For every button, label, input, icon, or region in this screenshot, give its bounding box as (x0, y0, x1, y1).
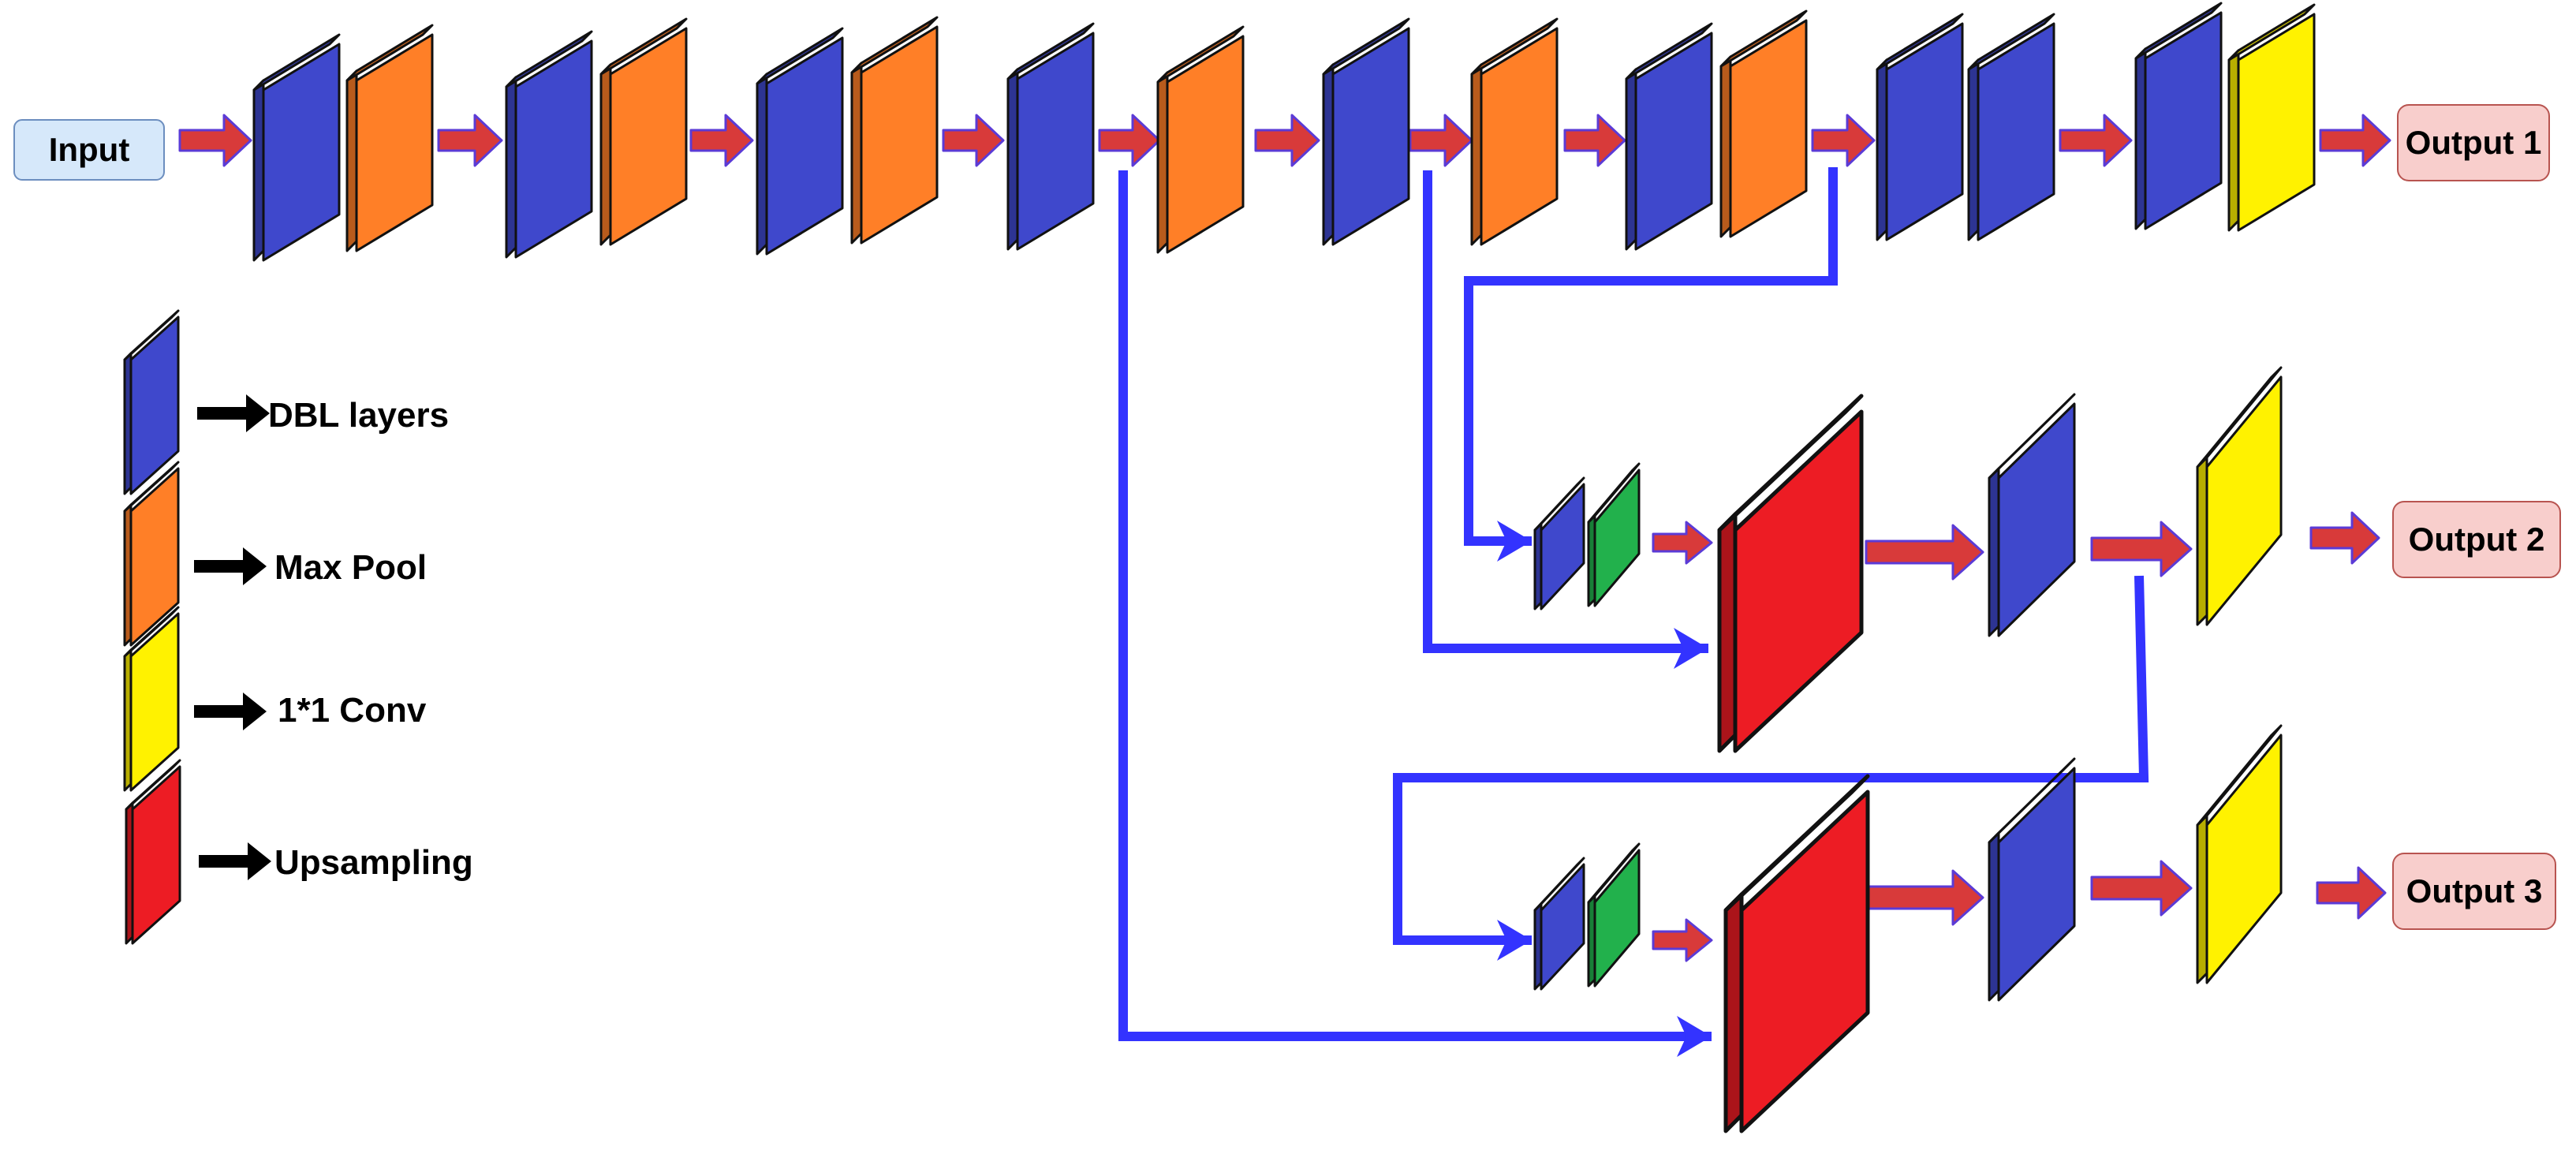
top-flow-arrow-5 (1098, 114, 1161, 167)
bot-dbl-small-block (1533, 857, 1585, 991)
mid-dbl-small-block (1533, 476, 1585, 610)
top-dbl-block-13 (1876, 13, 1964, 241)
top-dbl-block-11 (1625, 22, 1713, 251)
input-node: Input (13, 119, 165, 181)
route-backbone-to-bot-upsample (1118, 170, 1712, 1057)
top-flow-arrow-3 (689, 114, 754, 167)
top-conv-block-16 (2227, 3, 2316, 232)
top-maxpool-block-8 (1156, 25, 1245, 254)
top-maxpool-block-6 (850, 16, 939, 245)
top-maxpool-block-2 (345, 24, 434, 252)
legend-arrow-conv (194, 693, 267, 730)
top-flow-arrow-1 (178, 114, 252, 167)
top-flow-arrow-4 (942, 114, 1005, 167)
top-flow-arrow-9 (1811, 114, 1876, 167)
top-dbl-block-9 (1322, 17, 1410, 246)
legend-arrow-upsample (199, 842, 271, 880)
legend-label-dbl: DBL layers (268, 396, 449, 435)
output-node-3: Output 3 (2392, 853, 2556, 930)
legend-conv-block (123, 606, 180, 792)
top-maxpool-block-12 (1719, 9, 1808, 238)
top-flow-arrow-2 (437, 114, 503, 167)
bot-concat-small-block (1587, 842, 1641, 988)
bot-flow-arrow-4 (2316, 866, 2387, 920)
bot-flow-arrow-2 (1865, 869, 1984, 926)
bot-dbl-block (1988, 757, 2076, 1002)
route-upper-to-mid-concat (1464, 167, 1838, 562)
mid-concat-small-block (1587, 462, 1641, 607)
legend-maxpool-block (123, 461, 180, 647)
input-label: Input (49, 131, 130, 168)
top-dbl-block-7 (1006, 22, 1095, 251)
top-flow-arrow-11 (2319, 114, 2391, 167)
legend-label-maxpool: Max Pool (274, 548, 427, 587)
mid-flow-arrow-3 (2090, 521, 2193, 577)
route-connections (1118, 167, 2149, 1057)
bot-flow-arrow-3 (2090, 860, 2193, 917)
output-1-label: Output 1 (2406, 124, 2542, 161)
legend-upsample-block (125, 759, 181, 945)
mid-flow-arrow-1 (1652, 521, 1713, 565)
top-flow-arrow-10 (2059, 114, 2133, 167)
top-dbl-block-1 (252, 33, 341, 262)
output-node-1: Output 1 (2397, 104, 2550, 181)
flow-arrows (178, 114, 2391, 962)
top-maxpool-block-10 (1470, 17, 1559, 246)
route-backbone-to-mid-upsample (1423, 170, 1708, 669)
top-dbl-block-15 (2134, 2, 2223, 230)
bot-flow-arrow-1 (1652, 918, 1713, 962)
legend-arrow-maxpool (194, 547, 267, 585)
layer-blocks (252, 2, 2316, 1133)
top-flow-arrow-7 (1409, 114, 1473, 167)
top-dbl-block-5 (756, 27, 844, 256)
top-flow-arrow-6 (1254, 114, 1320, 167)
mid-conv-block (2196, 366, 2283, 626)
top-dbl-block-14 (1967, 13, 2055, 241)
output-2-label: Output 2 (2409, 521, 2545, 558)
legend: DBL layers Max Pool 1*1 Conv Upsampling (123, 309, 473, 945)
legend-label-conv: 1*1 Conv (278, 691, 427, 730)
bot-conv-block (2196, 724, 2283, 984)
output-3-label: Output 3 (2406, 872, 2543, 909)
output-node-2: Output 2 (2392, 501, 2561, 578)
mid-flow-arrow-4 (2309, 511, 2380, 565)
legend-dbl-block (123, 309, 180, 495)
mid-flow-arrow-2 (1865, 524, 1984, 581)
legend-label-upsampling: Upsampling (274, 843, 473, 882)
route-mid-to-bot-concat (1393, 575, 2149, 961)
mid-upsampling-block (1717, 394, 1864, 753)
legend-arrow-dbl (197, 394, 270, 432)
bot-upsampling-block (1723, 774, 1870, 1133)
top-maxpool-block-4 (599, 17, 688, 246)
top-dbl-block-3 (505, 30, 593, 259)
mid-dbl-block (1988, 393, 2076, 637)
top-flow-arrow-8 (1563, 114, 1626, 167)
